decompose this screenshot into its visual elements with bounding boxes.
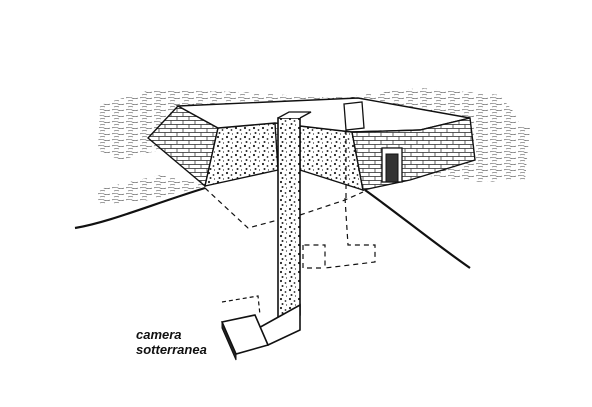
- entrance-doorway: [381, 147, 403, 183]
- ground-line: [74, 186, 471, 269]
- vertical-shaft: [277, 117, 301, 322]
- label-line-2: sotterranea: [136, 342, 207, 357]
- underground-chamber: [220, 295, 270, 361]
- label-line-1: camera: [136, 327, 182, 342]
- shaft-top-block: [343, 101, 365, 131]
- hidden-outlines: [204, 130, 376, 269]
